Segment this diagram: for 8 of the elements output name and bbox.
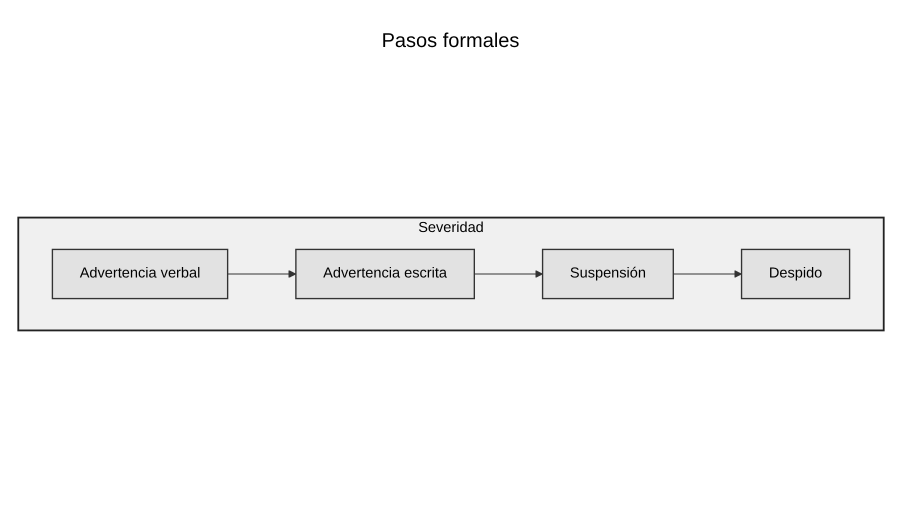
node-box: Advertencia verbal — [51, 248, 228, 300]
node-box: Advertencia escrita — [294, 248, 474, 300]
bracket-label: Pasos formales — [382, 30, 520, 52]
node-box: Despido — [740, 248, 850, 300]
arrow — [473, 270, 542, 278]
node-box: Suspensión — [541, 248, 674, 300]
arrow — [226, 270, 296, 278]
arrow — [672, 270, 742, 278]
